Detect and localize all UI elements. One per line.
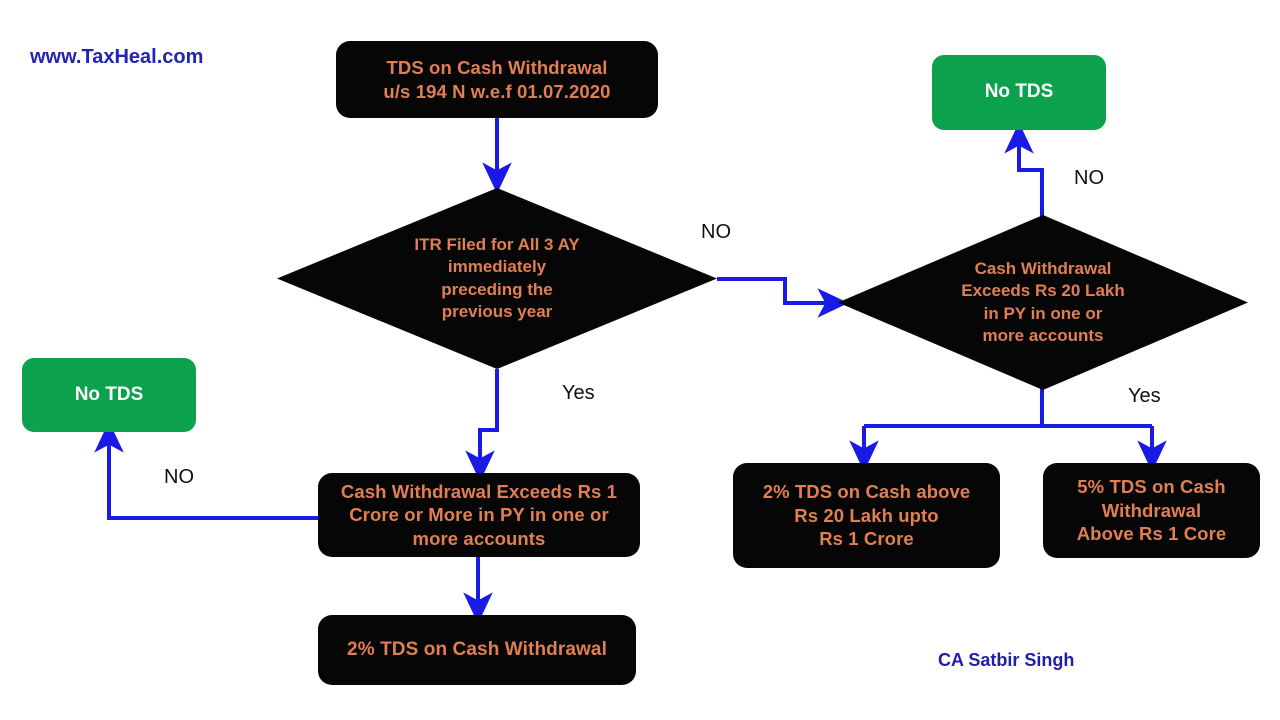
- node-decision-itr-filed[interactable]: ITR Filed for All 3 AY immediately prece…: [277, 188, 717, 369]
- connector-crore-no-to-notds: [94, 421, 318, 520]
- crore-line3: more accounts: [412, 527, 546, 549]
- node-tds-title-line2: u/s 194 N w.e.f 01.07.2020: [383, 80, 611, 102]
- tds-2pct-withdrawal-line1: 2% TDS on Cash Withdrawal: [347, 638, 607, 660]
- node-5pct-tds-above-1-crore[interactable]: 5% TDS on Cash Withdrawal Above Rs 1 Cor…: [1043, 463, 1260, 558]
- tds-5pct-line3: Above Rs 1 Core: [1076, 523, 1227, 545]
- connector-lakh-yes-split: [849, 390, 1167, 472]
- diamond-shape-20lakh: [838, 215, 1248, 390]
- node-2pct-tds-cash-withdrawal[interactable]: 2% TDS on Cash Withdrawal: [318, 615, 636, 685]
- edge-label-crore-no: NO: [164, 466, 194, 488]
- connector-itr-yes-to-crore: [465, 369, 499, 482]
- crore-line1: Cash Withdrawal Exceeds Rs 1: [340, 480, 618, 502]
- tds-5pct-line1: 5% TDS on Cash: [1077, 476, 1226, 498]
- tds-2pct-above20-line3: Rs 1 Crore: [819, 528, 914, 550]
- author-credit: CA Satbir Singh: [938, 650, 1075, 670]
- crore-line2: Crore or More in PY in one or: [349, 504, 609, 526]
- node-2pct-tds-above-20-lakh[interactable]: 2% TDS on Cash above Rs 20 Lakh upto Rs …: [733, 463, 1000, 568]
- tds-2pct-above20-line2: Rs 20 Lakh upto: [794, 504, 939, 526]
- diamond-shape-itr: [277, 188, 717, 369]
- tds-2pct-above20-line1: 2% TDS on Cash above: [762, 481, 971, 503]
- tds-5pct-line2: Withdrawal: [1101, 499, 1202, 521]
- no-tds-left-label: No TDS: [74, 383, 144, 405]
- node-cash-exceeds-1-crore[interactable]: Cash Withdrawal Exceeds Rs 1 Crore or Mo…: [318, 473, 640, 557]
- edge-label-lakh-yes: Yes: [1128, 385, 1161, 407]
- node-decision-20-lakh[interactable]: Cash Withdrawal Exceeds Rs 20 Lakh in PY…: [838, 215, 1248, 390]
- site-watermark: www.TaxHeal.com: [30, 46, 204, 68]
- node-tds-title-line1: TDS on Cash Withdrawal: [386, 57, 608, 79]
- connector-itr-no-to-lakh: [717, 277, 849, 318]
- edge-label-lakh-no: NO: [1074, 167, 1104, 189]
- node-no-tds-top-right[interactable]: No TDS: [932, 55, 1106, 130]
- edge-label-itr-no: NO: [701, 221, 731, 243]
- node-tds-title-box[interactable]: TDS on Cash Withdrawal u/s 194 N w.e.f 0…: [336, 41, 658, 118]
- no-tds-top-right-label: No TDS: [984, 81, 1054, 103]
- edge-label-itr-yes: Yes: [562, 382, 595, 404]
- node-no-tds-left[interactable]: No TDS: [22, 358, 196, 432]
